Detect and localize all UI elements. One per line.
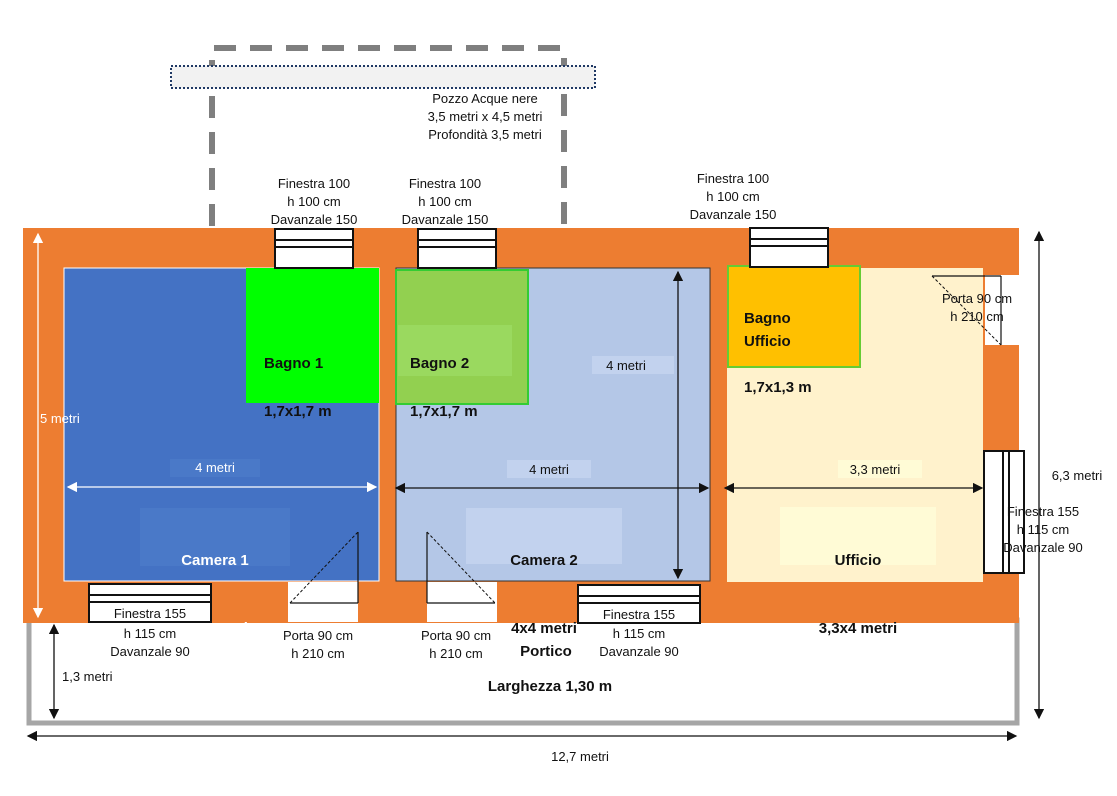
door-ufficio-label: Porta 90 cm h 210 cm (941, 291, 1013, 324)
door-ufficio (931, 275, 1019, 346)
pipe (170, 65, 596, 89)
bagno-1-label: Bagno 1 1,7x1,7 m (264, 328, 374, 448)
window-bottom-1 (88, 583, 212, 623)
camera-1-width-label: 4 metri (195, 460, 235, 475)
bagno-1 (246, 268, 379, 403)
left-height-label: 5 metri (40, 411, 80, 426)
camera-2-label: Camera 2 4x4 metri (466, 510, 622, 680)
bagno-2-label: Bagno 2 1,7x1,7 m (410, 328, 520, 448)
window-top-1-label: Finestra 100 h 100 cm Davanzale 150 (270, 176, 358, 227)
bagno-2-size: 1,7x1,7 m (410, 403, 478, 420)
door-camera-1 (288, 531, 359, 622)
camera-1-name: Camera 1 (181, 552, 249, 569)
camera-2-name: Camera 2 (510, 552, 578, 569)
right-height-label: 6,3 metri (1051, 468, 1103, 483)
ufficio-name: Ufficio (834, 552, 882, 569)
bagno-1-name: Bagno 1 (264, 355, 324, 372)
camera-1-label: Camera 1 4x4 metri (140, 510, 290, 680)
window-top-1 (274, 228, 354, 269)
total-width-label: 12,7 metri (551, 749, 609, 764)
window-top-3-label: Finestra 100 h 100 cm Davanzale 150 (689, 171, 777, 222)
window-right (983, 450, 1025, 574)
portico-width-label: Larghezza 1,30 m (487, 678, 613, 695)
bagno-ufficio-label: Bagno Ufficio 1,7x1,3 m (744, 284, 854, 422)
bagno-ufficio-size: 1,7x1,3 m (744, 379, 812, 396)
camera-1-size: 4x4 metri (182, 620, 248, 637)
window-bottom-2-title: Finestra 155 (602, 607, 676, 622)
door-camera-2 (426, 531, 497, 622)
pozzo-label: Pozzo Acque nere 3,5 metri x 4,5 metri P… (427, 91, 543, 142)
window-top-3 (749, 227, 829, 268)
ufficio-label: Ufficio 3,3x4 metri (780, 510, 936, 680)
window-right-label: Finestra 155 h 115 cm Davanzale 90 (1003, 504, 1083, 555)
door-camera-2-label: Porta 90 cm h 210 cm (420, 628, 492, 661)
bagno-ufficio-name: Bagno Ufficio (744, 310, 791, 350)
ufficio-width-label: 3,3 metri (849, 462, 901, 477)
bagno-2-name: Bagno 2 (410, 355, 470, 372)
camera-2-size: 4x4 metri (511, 620, 577, 637)
window-bottom-2 (577, 584, 701, 624)
window-top-2-label: Finestra 100 h 100 cm Davanzale 150 (401, 176, 489, 227)
camera-2-width-label: 4 metri (529, 462, 569, 477)
door-camera-1-label: Porta 90 cm h 210 cm (282, 628, 354, 661)
camera-2-height-label: 4 metri (606, 358, 646, 373)
ufficio-size: 3,3x4 metri (818, 620, 898, 637)
portico-title: Portico (520, 643, 572, 660)
window-bottom-1-label: h 115 cm Davanzale 90 (110, 626, 190, 659)
window-bottom-2-label: h 115 cm Davanzale 90 (599, 626, 679, 659)
portico-depth-label: 1,3 metri (62, 669, 113, 684)
bagno-1-size: 1,7x1,7 m (264, 403, 332, 420)
window-bottom-1-title: Finestra 155 (113, 606, 187, 621)
window-top-2 (417, 228, 497, 269)
pozzo-outline (209, 45, 567, 226)
